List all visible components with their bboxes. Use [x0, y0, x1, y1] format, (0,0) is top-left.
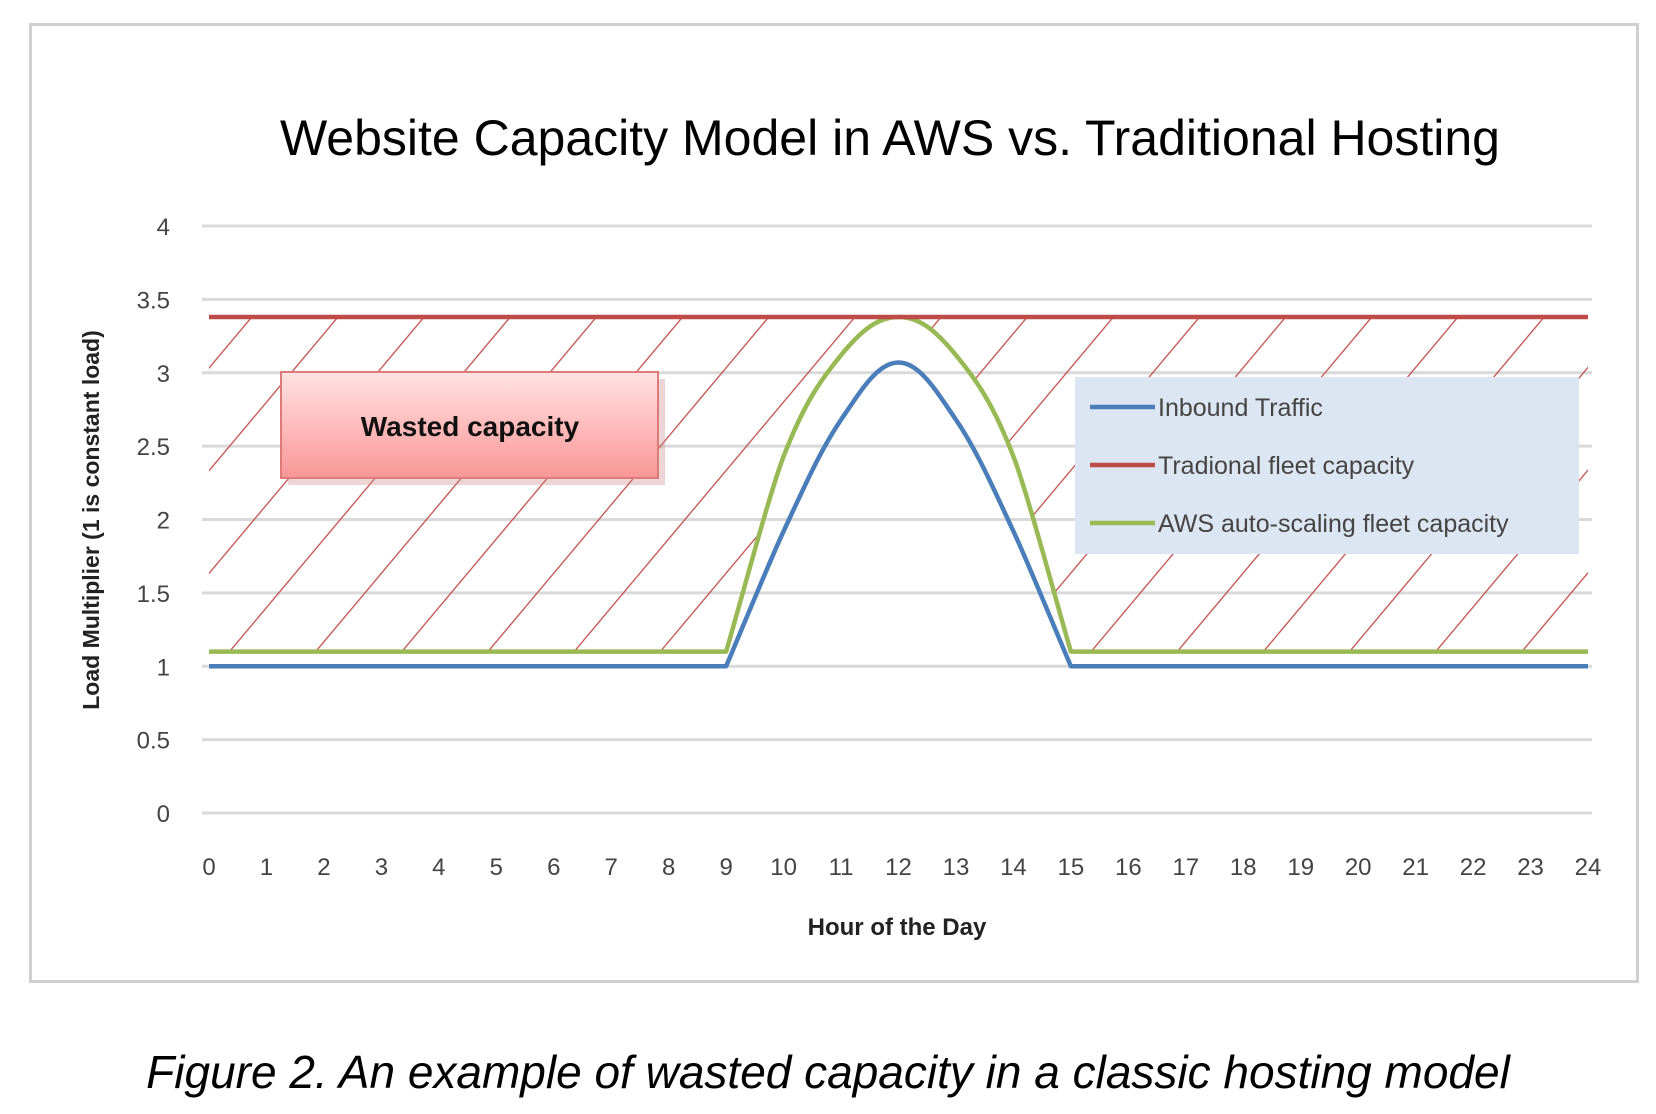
x-tick-label: 2	[317, 854, 330, 881]
figure-caption: Figure 2. An example of wasted capacity …	[146, 1046, 1510, 1098]
wasted-capacity-label: Wasted capacity	[361, 411, 580, 442]
wasted-capacity-annotation: Wasted capacity	[280, 371, 665, 485]
y-tick-label: 0.5	[137, 728, 170, 755]
x-tick-label: 3	[375, 854, 388, 881]
x-tick-label: 16	[1115, 854, 1142, 881]
legend-label: AWS auto-scaling fleet capacity	[1158, 510, 1509, 538]
y-tick-label: 2.5	[137, 434, 170, 461]
x-tick-label: 12	[885, 854, 912, 881]
x-tick-label: 17	[1172, 854, 1199, 881]
x-tick-label: 18	[1230, 854, 1257, 881]
legend-label: Tradional fleet capacity	[1158, 452, 1415, 480]
x-tick-label: 10	[770, 854, 797, 881]
x-tick-label: 7	[605, 854, 618, 881]
y-tick-label: 1	[157, 654, 170, 681]
x-tick-label: 11	[829, 854, 854, 881]
x-tick-label: 4	[432, 854, 445, 881]
y-axis-label: Load Multiplier (1 is constant load)	[78, 330, 104, 710]
x-tick-label: 8	[662, 854, 675, 881]
chart: Website Capacity Model in AWS vs. Tradit…	[78, 110, 1602, 941]
x-tick-label: 6	[547, 854, 560, 881]
chart-frame	[29, 23, 1639, 983]
x-axis-label: Hour of the Day	[808, 914, 987, 941]
x-tick-label: 19	[1287, 854, 1314, 881]
y-tick-label: 3.5	[137, 287, 170, 314]
x-tick-label: 21	[1402, 854, 1429, 881]
x-tick-label: 15	[1058, 854, 1085, 881]
y-tick-label: 0	[157, 801, 170, 828]
x-tick-label: 1	[260, 854, 273, 881]
x-tick-label: 13	[943, 854, 970, 881]
x-tick-label: 9	[719, 854, 732, 881]
x-tick-label: 23	[1517, 854, 1544, 881]
legend-label: Inbound Traffic	[1158, 394, 1323, 422]
x-tick-label: 5	[490, 854, 503, 881]
series-line-0	[209, 360, 1588, 669]
chart-title: Website Capacity Model in AWS vs. Tradit…	[280, 110, 1500, 166]
x-tick-label: 0	[202, 854, 215, 881]
y-tick-label: 1.5	[137, 581, 170, 608]
x-tick-label: 24	[1575, 854, 1602, 881]
x-tick-label: 14	[1000, 854, 1027, 881]
y-tick-label: 3	[157, 361, 170, 388]
y-tick-label: 4	[157, 214, 170, 241]
x-tick-label: 20	[1345, 854, 1372, 881]
y-tick-label: 2	[157, 508, 170, 535]
x-tick-label: 22	[1460, 854, 1487, 881]
